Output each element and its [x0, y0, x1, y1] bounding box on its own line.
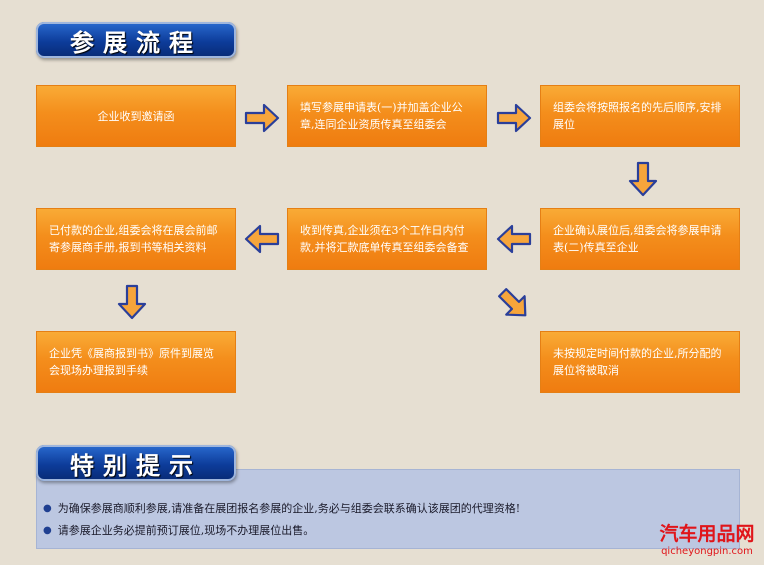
arrow-down-icon	[117, 284, 147, 320]
step-4-box: 企业确认展位后,组委会将参展申请表(二)传真至企业	[540, 208, 740, 270]
section-title-notice: 特别提示	[36, 445, 236, 481]
step-7-box: 企业凭《展商报到书》原件到展览会现场办理报到手续	[36, 331, 236, 393]
step-6-text: 已付款的企业,组委会将在展会前邮寄参展商手册,报到书等相关资料	[49, 224, 218, 254]
bullet-icon: ●	[43, 502, 52, 514]
notice-text: 为确保参展商顺利参展,请准备在展团报名参展的企业,务必与组委会联系确认该展团的代…	[57, 502, 521, 515]
watermark: 汽车用品网 qicheyongpin.com	[653, 523, 761, 558]
section-title-process: 参展流程	[36, 22, 236, 58]
bullet-icon: ●	[43, 524, 52, 536]
step-2-text: 填写参展申请表(一)并加盖企业公章,连同企业资质传真至组委会	[300, 101, 463, 131]
step-4-text: 企业确认展位后,组委会将参展申请表(二)传真至企业	[553, 224, 722, 254]
step-2-box: 填写参展申请表(一)并加盖企业公章,连同企业资质传真至组委会	[287, 85, 487, 147]
step-3-box: 组委会将按照报名的先后顺序,安排展位	[540, 85, 740, 147]
arrow-down-right-icon	[494, 284, 534, 324]
step-6-box: 已付款的企业,组委会将在展会前邮寄参展商手册,报到书等相关资料	[36, 208, 236, 270]
notice-item: ● 为确保参展商顺利参展,请准备在展团报名参展的企业,务必与组委会联系确认该展团…	[43, 500, 520, 516]
arrow-down-icon	[628, 161, 658, 197]
step-5-text: 收到传真,企业须在3个工作日内付款,并将汇款底单传真至组委会备查	[300, 224, 469, 254]
arrow-right-icon	[496, 103, 532, 133]
watermark-cn: 汽车用品网	[659, 523, 755, 545]
step-7-text: 企业凭《展商报到书》原件到展览会现场办理报到手续	[49, 347, 214, 377]
step-8-text: 未按规定时间付款的企业,所分配的展位将被取消	[553, 347, 722, 377]
step-1-text: 企业收到邀请函	[97, 109, 175, 123]
arrow-left-icon	[244, 224, 280, 254]
step-8-box: 未按规定时间付款的企业,所分配的展位将被取消	[540, 331, 740, 393]
step-3-text: 组委会将按照报名的先后顺序,安排展位	[553, 101, 722, 131]
step-5-box: 收到传真,企业须在3个工作日内付款,并将汇款底单传真至组委会备查	[287, 208, 487, 270]
notice-panel: ● 为确保参展商顺利参展,请准备在展团报名参展的企业,务必与组委会联系确认该展团…	[36, 469, 740, 549]
arrow-right-icon	[244, 103, 280, 133]
watermark-en: qicheyongpin.com	[661, 546, 753, 557]
notice-text: 请参展企业务必提前预订展位,现场不办理展位出售。	[57, 524, 315, 537]
arrow-left-icon	[496, 224, 532, 254]
step-1-box: 企业收到邀请函	[36, 85, 236, 147]
notice-item: ● 请参展企业务必提前预订展位,现场不办理展位出售。	[43, 522, 314, 538]
